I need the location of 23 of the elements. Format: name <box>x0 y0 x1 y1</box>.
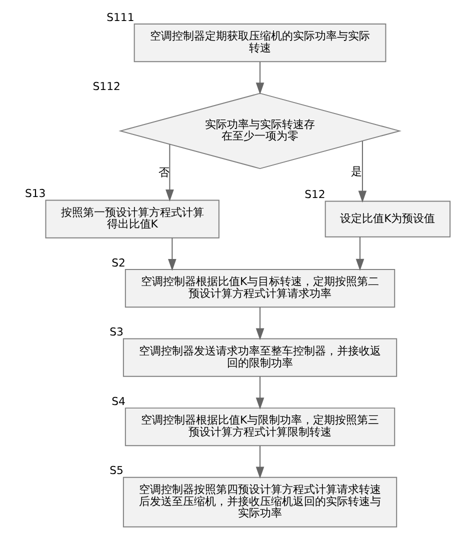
node-label: S112 <box>92 80 120 94</box>
node-label: S111 <box>106 10 134 24</box>
arrow <box>255 61 264 95</box>
arrow <box>165 144 174 202</box>
node-label: S2 <box>111 256 125 270</box>
node-box: 空调控制器发送请求功率至整车控制器，并接收返回的限制功率 <box>122 338 397 377</box>
node-box: 空调控制器按照第四预设计算方程式计算请求转速后发送至压缩机，并接收压缩机返回的实际转速与实际功率 <box>122 476 397 528</box>
arrow <box>168 237 176 271</box>
arrow <box>255 376 264 410</box>
node-label: S4 <box>111 394 125 408</box>
node-label: S12 <box>304 188 325 202</box>
arrow <box>255 306 264 340</box>
node-box: 空调控制器根据比值K与目标转速，定期按照第二预设计算方程式计算请求功率 <box>124 269 395 308</box>
node-label: S13 <box>24 187 46 200</box>
arrow <box>355 236 364 271</box>
node-box: 设定比值K为预设值 <box>324 200 450 238</box>
node-box: 按照第一预设计算方程式计算得出比值K <box>44 200 219 238</box>
node-box: 空调控制器定期获取压缩机的实际功率与实际转速 <box>133 24 386 62</box>
node-box: 空调控制器根据比值K与限制功率，定期按照第三预设计算方程式计算限制转速 <box>124 408 395 446</box>
node-label: S5 <box>109 464 123 478</box>
arrow <box>255 445 264 479</box>
arrow <box>358 140 366 203</box>
node-label: S3 <box>109 326 123 339</box>
